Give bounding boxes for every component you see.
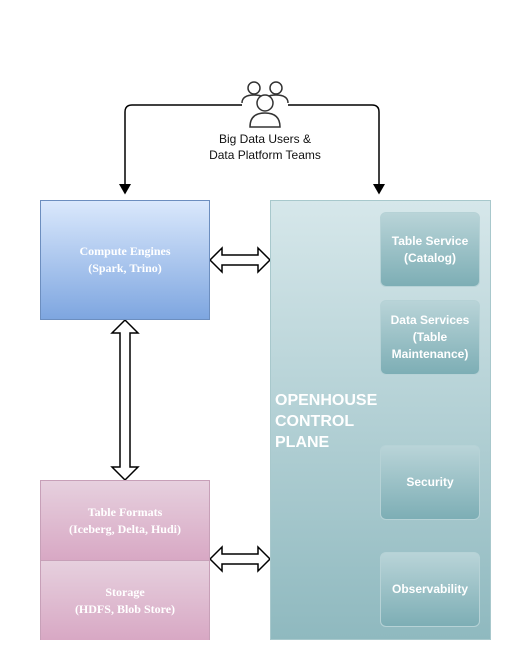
users-to-compute-connector — [119, 104, 242, 195]
data-services-box: Data Services (Table Maintenance) — [380, 300, 480, 375]
storage-stack: Table Formats (Iceberg, Delta, Hudi) Sto… — [40, 480, 210, 640]
users-caption: Big Data Users & Data Platform Teams — [180, 131, 350, 163]
table-formats-subtitle: (Iceberg, Delta, Hudi) — [69, 521, 181, 536]
compute-engines-subtitle: (Spark, Trino) — [88, 261, 162, 275]
compute-control-plane-double-arrow — [208, 246, 272, 274]
storage-subtitle: (HDFS, Blob Store) — [74, 601, 176, 616]
users-group-icon — [241, 81, 289, 128]
users-caption-line2: Data Platform Teams — [209, 148, 321, 162]
control-plane-label: OPENHOUSE CONTROL PLANE — [275, 390, 405, 453]
observability-label: Observability — [391, 582, 469, 596]
data-services-line3: Maintenance) — [391, 347, 469, 361]
observability-box: Observability — [380, 552, 480, 627]
compute-engines-box: Compute Engines (Spark, Trino) — [40, 200, 210, 320]
data-services-line1: Data Services — [390, 313, 470, 327]
users-to-control-plane-connector — [288, 104, 385, 195]
data-services-line2: (Table — [412, 330, 448, 344]
table-formats-title: Table Formats — [87, 504, 163, 519]
table-service-line1: Table Service — [391, 233, 469, 248]
storage-title: Storage — [105, 584, 145, 599]
table-service-box: Table Service (Catalog) — [380, 212, 480, 287]
control-plane-label-line1: OPENHOUSE — [275, 392, 378, 409]
table-service-line2: (Catalog) — [404, 250, 456, 265]
compute-engines-title: Compute Engines — [79, 244, 171, 258]
control-plane-label-line2: CONTROL — [275, 413, 355, 430]
storage-box: Storage (HDFS, Blob Store) — [41, 561, 209, 640]
control-plane-label-line3: PLANE — [275, 434, 330, 451]
compute-storage-double-arrow — [110, 318, 140, 482]
storage-control-plane-double-arrow — [208, 545, 272, 573]
table-formats-box: Table Formats (Iceberg, Delta, Hudi) — [41, 481, 209, 561]
security-box: Security — [380, 445, 480, 520]
security-label: Security — [406, 475, 454, 489]
users-caption-line1: Big Data Users & — [218, 132, 312, 146]
